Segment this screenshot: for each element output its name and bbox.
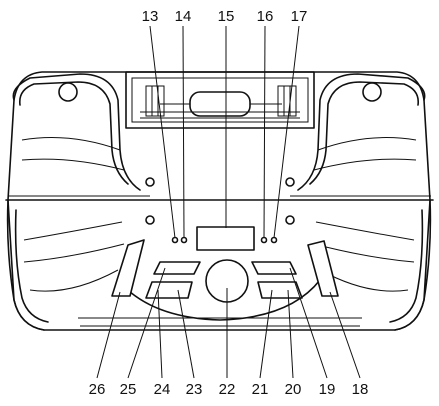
button-19	[251, 261, 297, 275]
callout-18: 18	[352, 381, 369, 398]
callout-24: 24	[154, 381, 171, 398]
callout-21: 21	[252, 381, 269, 398]
leader-lines	[96, 25, 361, 379]
callout-22: 22	[219, 381, 236, 398]
indicator-17	[270, 236, 278, 244]
button-25	[153, 261, 201, 275]
indicator-13	[171, 236, 179, 244]
callout-16: 16	[257, 8, 274, 25]
left-side-panel	[111, 239, 145, 297]
carry-handle	[125, 71, 315, 129]
callouts-top: 13 14 15 16 17	[142, 8, 308, 25]
callout-13: 13	[142, 8, 159, 25]
button-21	[257, 281, 303, 299]
indicator-16	[260, 236, 268, 244]
callout-23: 23	[186, 381, 203, 398]
callout-14: 14	[175, 8, 192, 25]
callout-20: 20	[285, 381, 302, 398]
callout-17: 17	[291, 8, 308, 25]
indicator-14	[180, 236, 188, 244]
display-window	[196, 226, 255, 251]
callout-19: 19	[319, 381, 336, 398]
callout-26: 26	[89, 381, 106, 398]
right-side-panel	[307, 240, 339, 297]
control-panel	[111, 226, 339, 303]
button-24	[145, 281, 193, 299]
callout-15: 15	[218, 8, 235, 25]
callouts-bottom: 26 25 24 23 22 21 20 19 18	[89, 381, 369, 398]
callout-25: 25	[120, 381, 137, 398]
